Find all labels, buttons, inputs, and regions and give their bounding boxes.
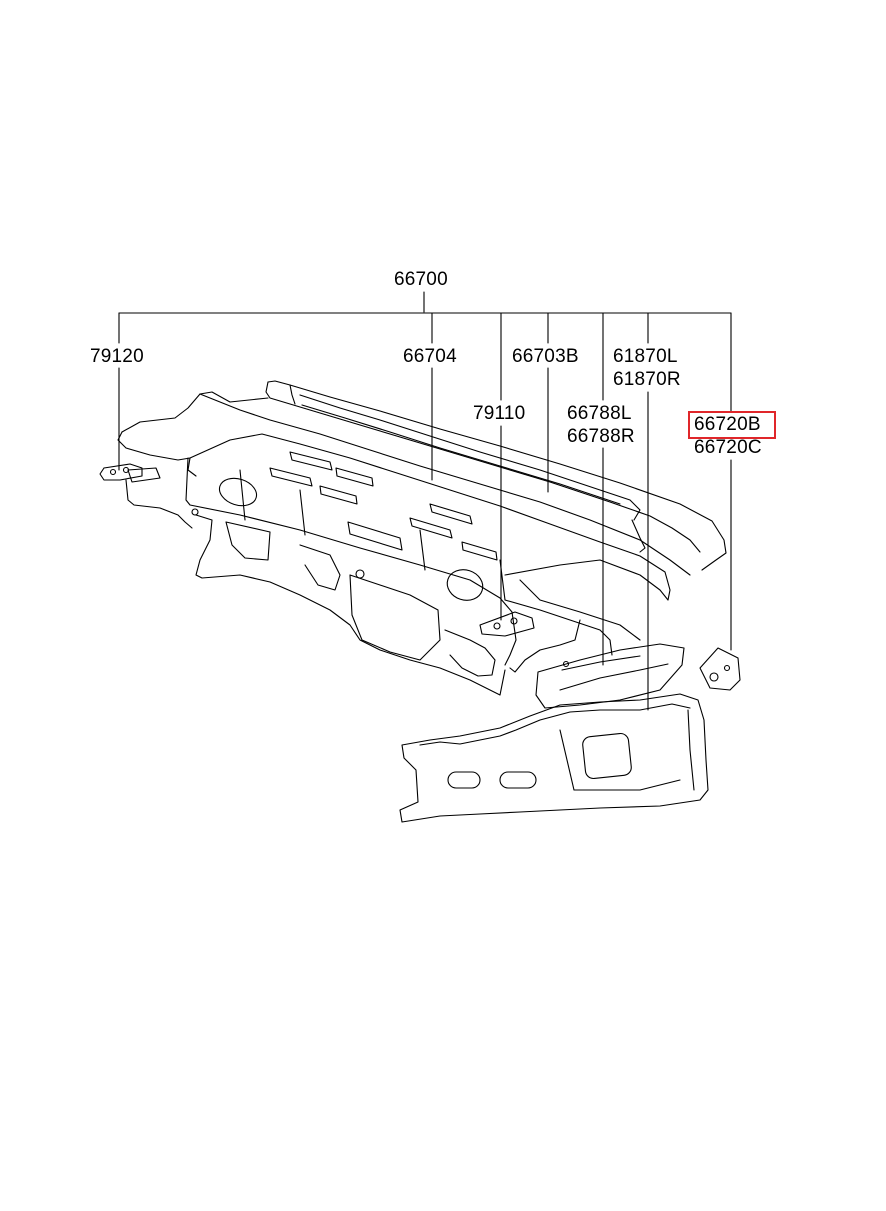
side-member-slot-1 [448, 772, 480, 788]
left-mount [128, 468, 160, 482]
dash-left-top [122, 392, 268, 432]
bracket-79110 [480, 612, 534, 636]
slot-3 [320, 486, 357, 504]
side-member-slot-2 [500, 772, 536, 788]
cowl-end [290, 385, 295, 404]
brace-outline [196, 515, 505, 695]
side-member-61870 [400, 694, 708, 822]
firewall-right [500, 560, 612, 655]
floor-tunnel [505, 560, 668, 600]
cowl-inner-edge [266, 382, 700, 552]
callout-66720b[interactable]: 66720B [694, 414, 761, 435]
side-member-top-crease [420, 704, 690, 745]
cowl-top-edge [268, 381, 726, 570]
slot-2 [290, 452, 332, 470]
firewall-lower-edge [186, 458, 516, 665]
callout-61870l[interactable]: 61870L [613, 346, 678, 367]
dash-left-lip [118, 432, 190, 460]
hole-2 [355, 569, 365, 579]
slot-1 [270, 468, 312, 486]
bracket-79120-hole-2 [122, 466, 130, 474]
bracket-79120 [100, 464, 142, 480]
member-66788 [536, 644, 684, 708]
cowl-end-tab [632, 520, 645, 552]
dash-top-crease [200, 394, 690, 575]
slot-5 [410, 518, 452, 538]
callout-79120[interactable]: 79120 [90, 346, 144, 367]
hole-1 [191, 508, 199, 516]
highlight-box-66720b [688, 411, 776, 439]
cowl-rib [300, 395, 640, 520]
callout-79110[interactable]: 79110 [473, 403, 526, 424]
callout-66788l[interactable]: 66788L [567, 403, 632, 424]
slot-4 [336, 468, 373, 486]
slot-7 [462, 542, 497, 560]
callout-66700[interactable]: 66700 [394, 269, 448, 290]
brace-tab [445, 630, 495, 676]
bracket-66720-hole [709, 672, 719, 682]
firewall-seam-2 [300, 490, 305, 535]
firewall-seam-3 [420, 530, 425, 570]
bracket-79110-hole-1 [493, 622, 501, 630]
bracket-79120-hole-1 [109, 468, 117, 476]
callout-66720c[interactable]: 66720C [694, 437, 762, 458]
member-66788-crease [560, 664, 668, 690]
leader-lines [119, 292, 731, 710]
bracket-66720-hole-2 [723, 664, 731, 672]
slot-8 [348, 522, 402, 550]
cowl-rib-2 [302, 405, 620, 504]
side-member-window [582, 733, 632, 780]
dash-corner [188, 458, 196, 476]
left-foot [126, 480, 192, 528]
brace-window-2 [350, 575, 440, 660]
opening-left [216, 474, 260, 510]
firewall-notch [510, 620, 580, 672]
firewall-seam-1 [240, 470, 245, 520]
callout-66788r[interactable]: 66788R [567, 426, 635, 447]
callout-61870r[interactable]: 61870R [613, 369, 681, 390]
slot-6 [430, 504, 472, 524]
side-member-step [560, 730, 680, 790]
member-66788-hole [562, 660, 570, 668]
bracket-79110-hole-2 [510, 617, 518, 625]
dash-panel [100, 381, 726, 695]
callout-66703b[interactable]: 66703B [512, 346, 579, 367]
brace-window-1 [226, 522, 270, 560]
bracket-66720 [700, 648, 740, 690]
dash-front-edge [190, 434, 670, 600]
floor-tunnel-2 [520, 580, 640, 640]
callout-66704[interactable]: 66704 [403, 346, 457, 367]
brace-cutout [300, 545, 340, 590]
member-66788-crease-2 [562, 656, 640, 670]
side-member-edge [688, 710, 694, 790]
opening-right [443, 565, 487, 605]
